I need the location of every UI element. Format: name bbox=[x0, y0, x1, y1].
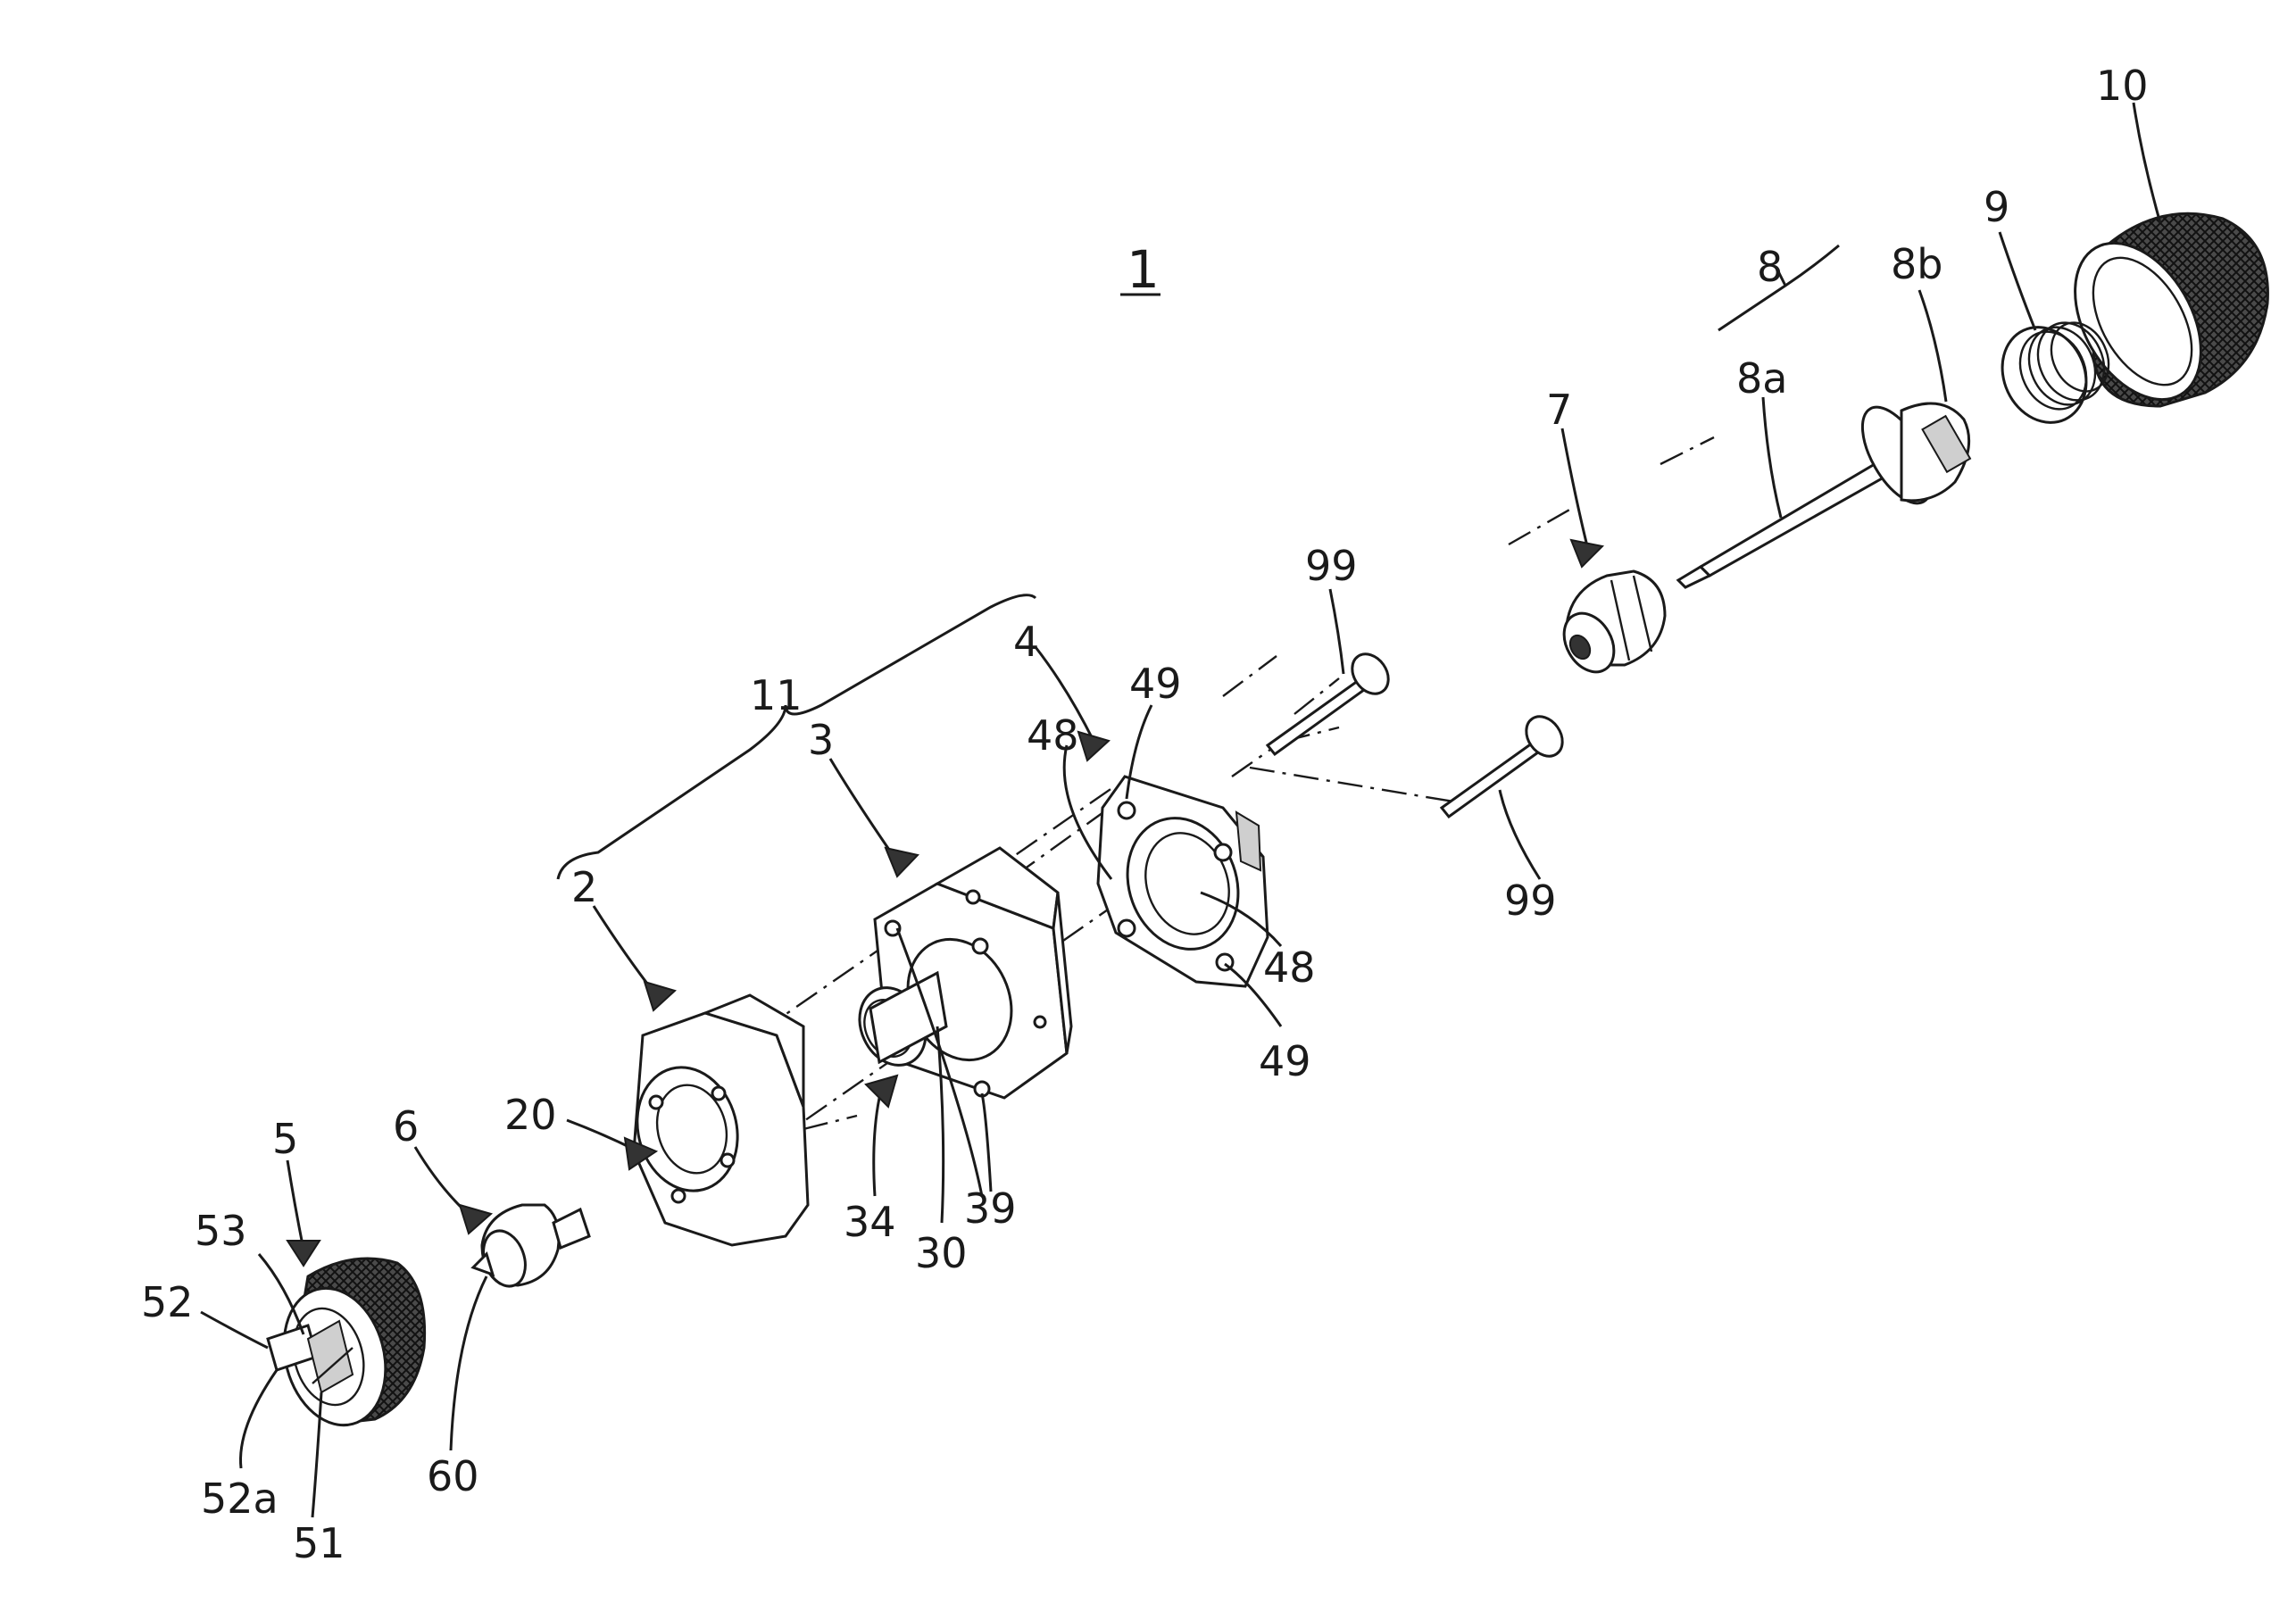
label-11: 11 bbox=[750, 671, 803, 719]
label-53: 53 bbox=[195, 1207, 247, 1255]
label-99-lower: 99 bbox=[1504, 876, 1557, 925]
label-99-upper: 99 bbox=[1305, 542, 1358, 590]
label-51: 51 bbox=[293, 1519, 345, 1567]
label-4: 4 bbox=[1013, 618, 1039, 666]
part-2-front-block bbox=[624, 995, 808, 1245]
label-10: 10 bbox=[2096, 62, 2149, 110]
label-9: 9 bbox=[1984, 183, 2009, 231]
label-49-lower: 49 bbox=[1259, 1037, 1311, 1085]
label-8: 8 bbox=[1757, 243, 1783, 291]
label-2: 2 bbox=[571, 863, 597, 911]
label-48-lower: 48 bbox=[1263, 943, 1316, 992]
label-52a: 52a bbox=[201, 1475, 279, 1523]
label-8b: 8b bbox=[1891, 240, 1942, 288]
label-39: 39 bbox=[964, 1184, 1017, 1233]
label-7: 7 bbox=[1546, 386, 1572, 434]
label-8a: 8a bbox=[1736, 354, 1787, 403]
label-49-upper: 49 bbox=[1129, 660, 1182, 708]
part-4-flange-plate bbox=[1098, 777, 1268, 986]
label-20: 20 bbox=[504, 1091, 557, 1139]
part-3-middle-block bbox=[847, 848, 1071, 1098]
label-52: 52 bbox=[141, 1278, 194, 1326]
label-30: 30 bbox=[915, 1229, 968, 1277]
label-5: 5 bbox=[272, 1115, 298, 1163]
label-6: 6 bbox=[393, 1102, 419, 1151]
label-60: 60 bbox=[427, 1452, 479, 1500]
label-34: 34 bbox=[844, 1198, 896, 1246]
part-8-needle-valve bbox=[1678, 396, 1970, 587]
part-6-nozzle-tip bbox=[473, 1205, 589, 1292]
bolt-99-upper bbox=[1268, 647, 1396, 754]
part-7-nozzle-body bbox=[1554, 571, 1665, 681]
part-5-air-cap bbox=[268, 1259, 425, 1437]
label-48-upper: 48 bbox=[1027, 711, 1079, 760]
bolt-99-lower bbox=[1442, 710, 1570, 817]
label-3: 3 bbox=[808, 716, 834, 764]
label-1: 1 bbox=[1127, 239, 1160, 300]
